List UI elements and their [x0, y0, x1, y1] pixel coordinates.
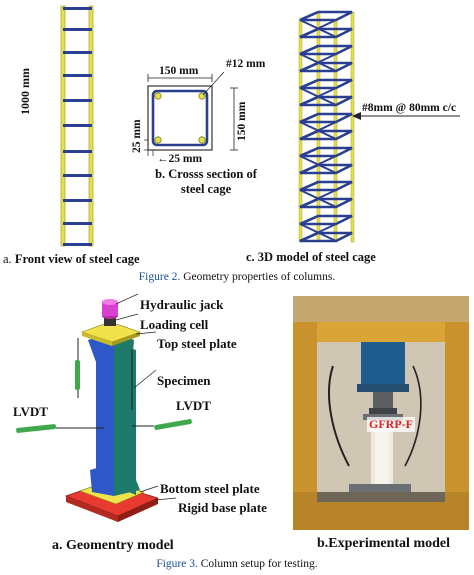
experimental-model-photo	[293, 296, 469, 530]
3d-model-steel-cage	[298, 10, 355, 243]
label-top-steel-plate: Top steel plate	[157, 336, 237, 351]
label-bottom-steel-plate: Bottom steel plate	[160, 481, 260, 496]
front-view-caption-prefix: a.	[3, 252, 12, 266]
front-view-steel-cage	[60, 5, 94, 247]
label-lvdt-left: LVDT	[13, 404, 48, 419]
cross-section-steel-cage	[144, 71, 238, 156]
stirrup-arrow	[352, 112, 460, 120]
specimen-tag-gfrp-f: GFRP-F	[367, 417, 415, 432]
cross-section-bar-dimension: #12 mm	[226, 58, 266, 70]
figure-2-caption: Figure 2. Geometry properties of columns…	[0, 271, 474, 283]
cross-section-bottom-dimension: ←25 mm	[157, 153, 202, 165]
label-specimen: Specimen	[157, 373, 211, 388]
cross-section-caption-line2: steel cage	[180, 182, 232, 196]
label-hydraulic-jack: Hydraulic jack	[140, 297, 224, 312]
geometry-model-title: a. Geomentry model	[52, 538, 174, 553]
cross-section-bottom-arrow: ←	[157, 153, 169, 165]
cross-section-caption: b. Crosss section of steel cage	[146, 167, 266, 197]
geometry-model-illustration	[16, 293, 192, 522]
front-view-caption-text: Front view of steel cage	[11, 252, 140, 266]
cross-section-caption-line1: b. Crosss section of	[155, 167, 257, 181]
stirrup-spacing-label: #8mm @ 80mm c/c	[362, 102, 457, 114]
front-view-caption: a. Front view of steel cage	[3, 252, 140, 267]
cross-section-top-dimension: 150 mm	[159, 65, 199, 77]
label-loading-cell: Loading cell	[140, 317, 209, 332]
label-rigid-base-plate: Rigid base plate	[178, 500, 267, 515]
figure-3-label: Figure 3.	[156, 558, 198, 570]
figure-3-caption: Figure 3. Column setup for testing.	[0, 558, 474, 570]
cross-section-right-dimension: 150 mm	[236, 101, 248, 141]
figure-3-text: Column setup for testing.	[197, 558, 318, 570]
label-lvdt-right: LVDT	[176, 398, 211, 413]
cross-section-bottom-dimension-text: 25 mm	[168, 153, 203, 165]
3d-model-caption: c. 3D model of steel cage	[246, 250, 376, 264]
cross-section-left-dimension: 25 mm	[131, 119, 143, 153]
experimental-model-title: b.Experimental model	[317, 536, 450, 551]
front-view-height-dimension: 1000 mm	[18, 68, 32, 115]
figure-2-label: Figure 2.	[138, 271, 181, 283]
figure-2-text: Geometry properties of columns.	[180, 271, 336, 283]
